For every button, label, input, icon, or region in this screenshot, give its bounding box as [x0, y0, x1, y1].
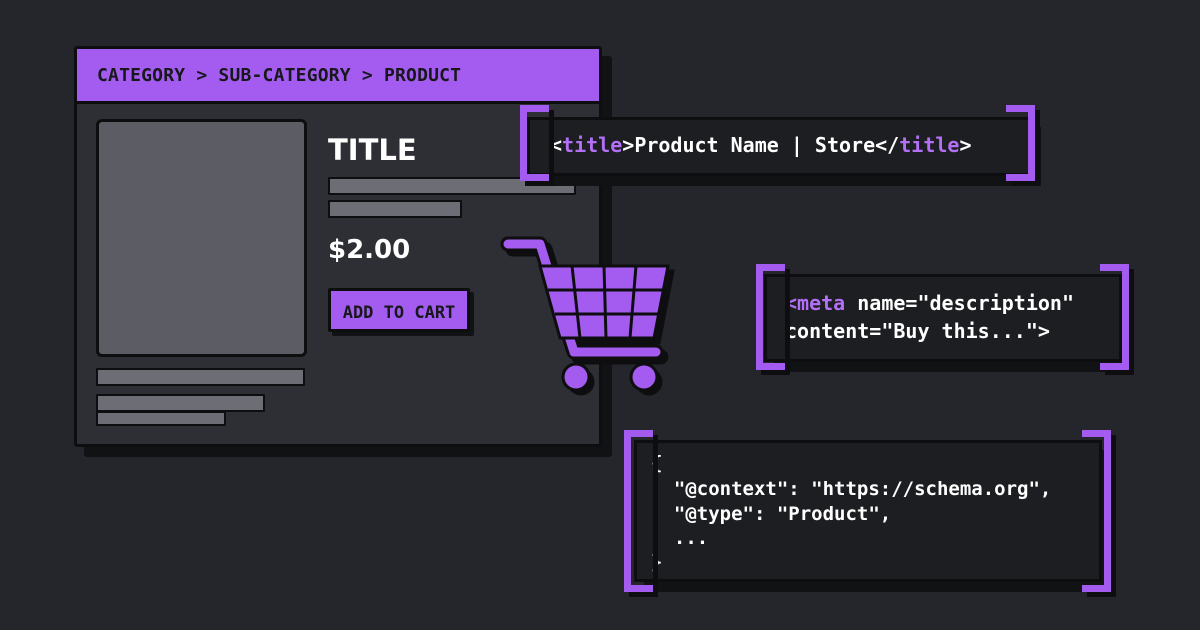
- bracket-left: [624, 430, 653, 592]
- code-text: name="description": [845, 291, 1074, 315]
- schema-json-panel: { "@context": "https://schema.org", "@ty…: [634, 440, 1102, 582]
- page-header: CATEGORY > SUB-CATEGORY > PRODUCT: [77, 49, 599, 104]
- json-line: {: [651, 452, 663, 474]
- bracket-right: [1100, 264, 1129, 370]
- bracket-right: [1006, 105, 1035, 181]
- code-tag-name: <meta: [785, 291, 846, 315]
- bracket-left: [756, 264, 785, 370]
- product-title: TITLE: [328, 133, 417, 167]
- code-punct: >: [959, 133, 972, 157]
- product-price: $2.00: [328, 235, 411, 265]
- code-tag-name: title: [562, 133, 623, 157]
- json-line: ...: [651, 527, 709, 549]
- json-line: "@type": "Product",: [651, 503, 892, 525]
- json-line: }: [651, 551, 663, 573]
- add-to-cart-button[interactable]: ADD TO CART: [328, 288, 470, 332]
- meta-code-line-2: content="Buy this...">: [785, 319, 1050, 343]
- code-punct: </: [875, 133, 900, 157]
- meta-code-line-1: <meta name="description": [785, 291, 1074, 315]
- bracket-right: [1082, 430, 1111, 592]
- code-punct: >: [622, 133, 635, 157]
- title-tag-code: <title>Product Name | Store</title>: [550, 133, 972, 157]
- text-line-placeholder: [96, 368, 305, 386]
- bracket-left: [520, 105, 549, 181]
- text-line-placeholder: [328, 200, 462, 218]
- title-tag-panel: <title>Product Name | Store</title>: [527, 117, 1031, 176]
- text-line-placeholder: [96, 411, 226, 426]
- text-line-placeholder: [328, 177, 576, 195]
- code-punct: <: [550, 133, 563, 157]
- json-line: "@context": "https://schema.org",: [651, 478, 1052, 500]
- text-line-placeholder: [96, 394, 265, 412]
- title-tag-content: Product Name | Store: [634, 133, 876, 157]
- product-image-placeholder: [96, 119, 307, 357]
- breadcrumb[interactable]: CATEGORY > SUB-CATEGORY > PRODUCT: [97, 65, 462, 86]
- shopping-cart-icon: [500, 236, 675, 396]
- meta-tag-panel: <meta name="description" content="Buy th…: [764, 274, 1122, 362]
- code-tag-name: title: [899, 133, 960, 157]
